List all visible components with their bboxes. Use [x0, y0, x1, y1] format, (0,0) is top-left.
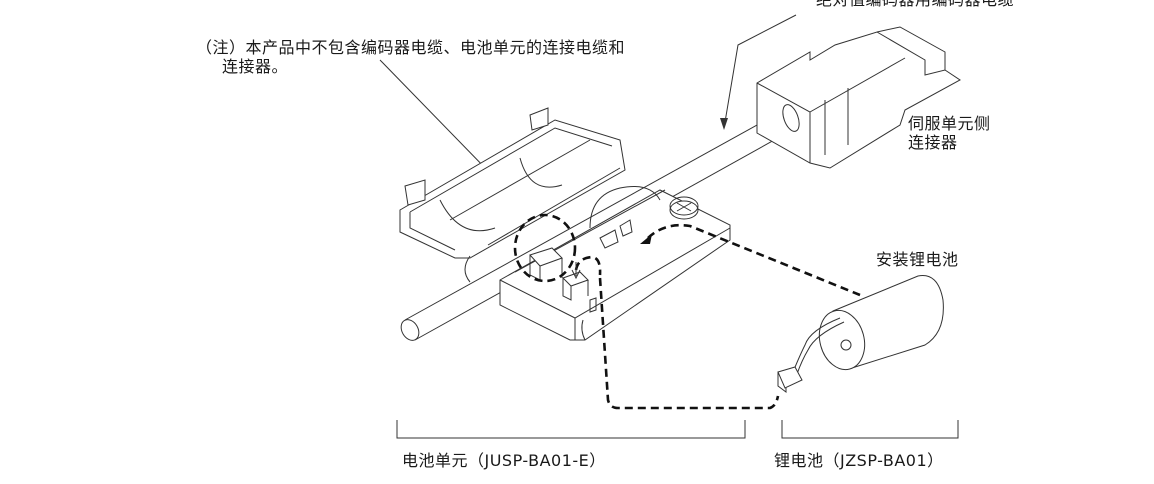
encoder-cable-label: 绝对值编码器用编码器电缆: [816, 0, 1014, 9]
battery-unit-label: 电池单元（JUSP-BA01-E）: [402, 451, 606, 470]
servo-connector-label: 伺服单元侧 连接器: [908, 114, 991, 152]
cable-route-dashed: [598, 277, 780, 410]
servo-connector-label-line-2: 连接器: [908, 133, 958, 152]
note-line-1: （注）本产品中不包含编码器电缆、电池单元的连接电缆和: [196, 38, 626, 57]
cable-leader-arrow: [720, 118, 728, 130]
connector-highlight-circle: [513, 213, 577, 283]
battery-bracket: [781, 420, 959, 439]
battery-unit-base: [499, 186, 731, 341]
servo-connector: [756, 26, 961, 169]
note-text: （注）本产品中不包含编码器电缆、电池单元的连接电缆和 连接器。: [196, 38, 625, 76]
note-line-2: 连接器。: [222, 57, 289, 76]
lithium-battery-label: 锂电池（JZSP-BA01）: [774, 451, 944, 470]
connector-highlight-loop: [574, 255, 602, 276]
servo-connector-label-line-1: 伺服单元侧: [908, 114, 991, 133]
battery-unit-bracket: [396, 420, 746, 439]
insert-arrow: [571, 262, 581, 280]
lithium-battery: [777, 275, 944, 393]
battery-unit-lid: [399, 107, 626, 283]
cable-leader-line: [723, 14, 797, 129]
install-arrow: [640, 234, 652, 244]
install-battery-label: 安装锂电池: [876, 250, 959, 269]
